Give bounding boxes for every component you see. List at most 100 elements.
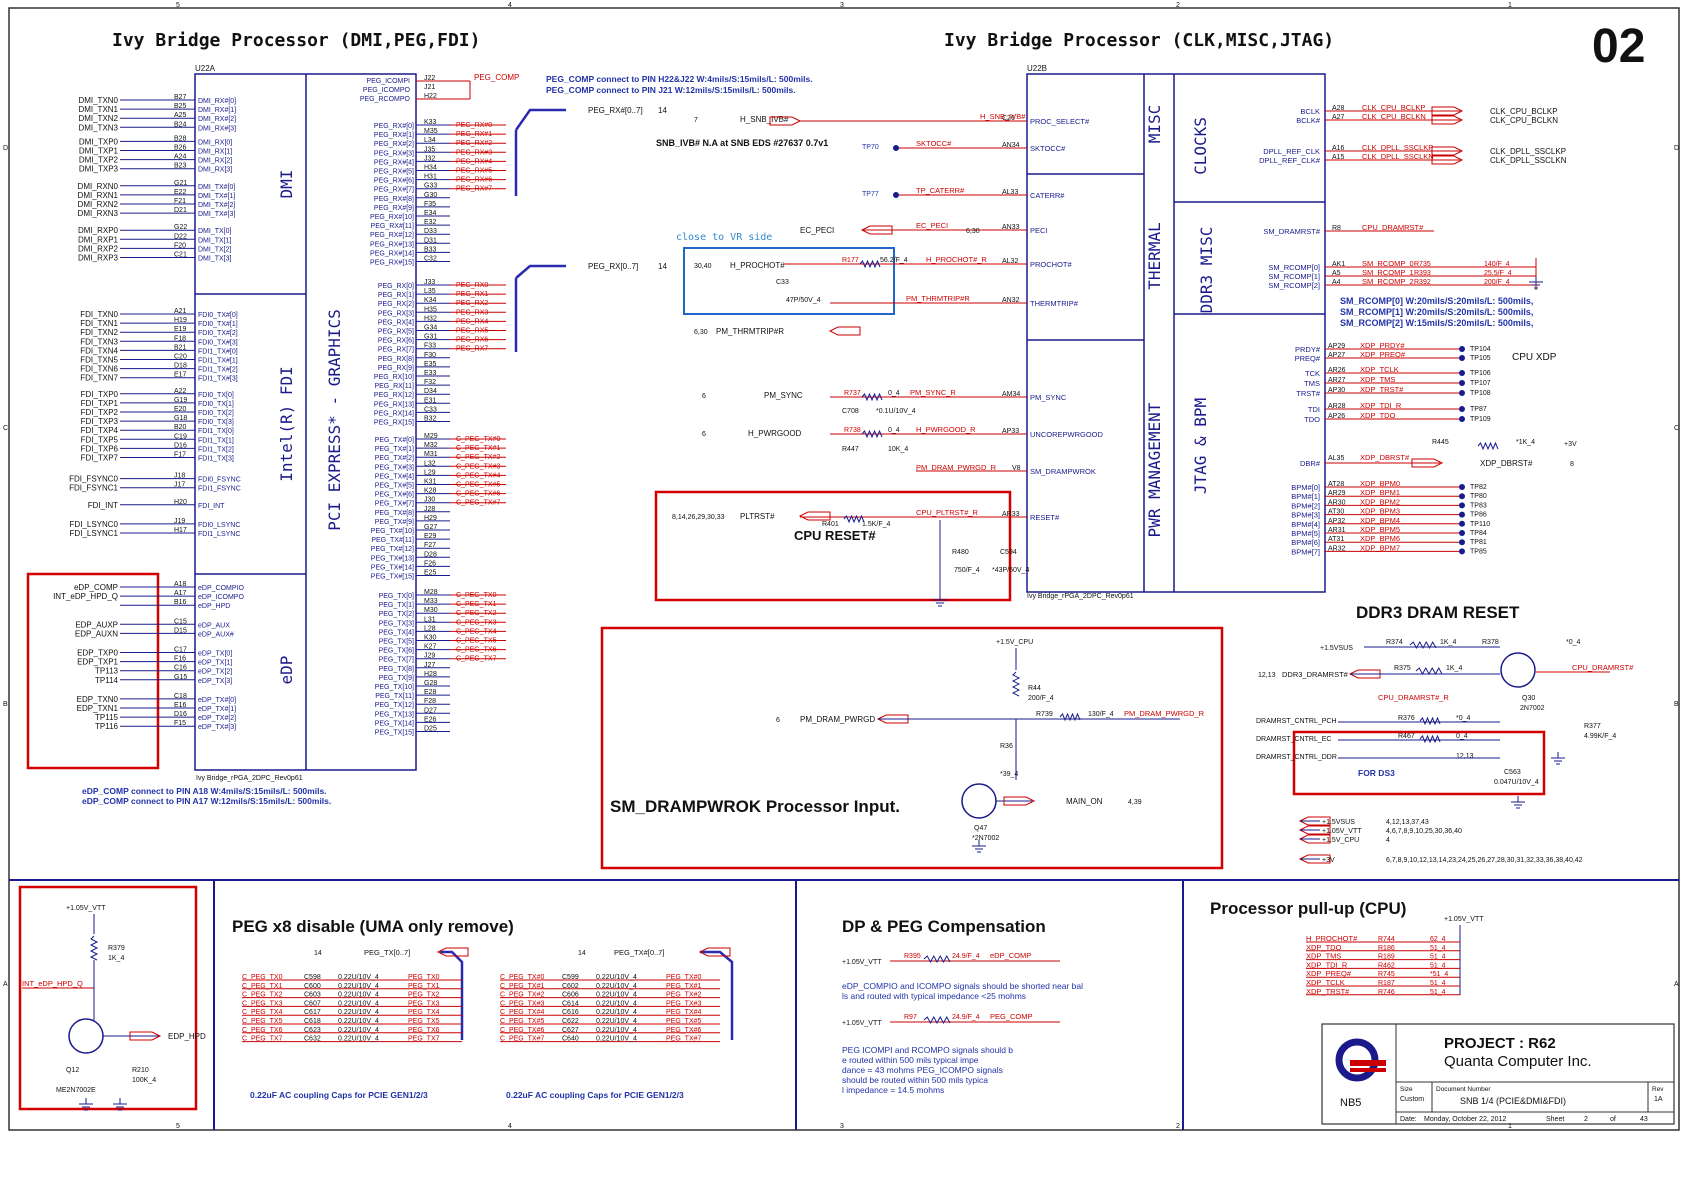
page-ref: 7 [694,117,698,124]
test-point [893,192,899,198]
test-point [1459,502,1465,509]
cap-ref: C618 [304,1018,321,1025]
pin-name: PREQ# [1295,354,1321,363]
ball: B16 [174,599,187,606]
res-ref: R395 [904,953,921,960]
res-ref: R392 [1414,279,1431,286]
net-left: TP116 [95,722,119,731]
pin-name: PEG_ICOMPO [363,87,411,94]
net-left: EDP_AUXN [75,629,118,638]
ball: AL33 [1002,189,1018,196]
ball: G27 [424,524,437,531]
ball: F32 [424,379,436,386]
res-val: 1.5K/F_4 [862,521,891,528]
net-left: FDI_TXN4 [80,346,118,355]
rail-name: +1.5VSUS [1322,819,1355,826]
wire-path [1298,816,1331,826]
net-name: C_PEG_TX#3 [500,1000,544,1007]
pin-name: eDP_COMPIO [198,585,244,592]
ball: H20 [174,499,187,506]
net-name: XDP_BPM3 [1360,507,1400,516]
net-name: DRAMRST_CNTRL_PCH [1256,718,1337,725]
net-left: TP113 [95,667,119,676]
pin-name: DMI_TX[1] [198,237,232,244]
tp: TP109 [1470,416,1491,423]
rail: +1.5VSUS [1320,645,1353,652]
section-edp: eDP [277,656,296,685]
pin-name: PEG_TX#[9] [375,519,414,526]
res-ref: R44 [1028,685,1041,692]
net-name: XDP_TMS [1306,952,1341,961]
q-part: ME2N7002E [56,1087,96,1094]
pin-name: FDI0_TX#[2] [198,330,238,337]
u22b-footer: Ivy Bridge_rPGA_2DPC_Rev0p61 [1027,593,1134,600]
wire-path [1431,155,1464,165]
net-left: FDI_INT [88,501,118,510]
pin-name: SM_RCOMP[0] [1268,263,1320,272]
net-name: PM_DRAM_PWRGD_R [916,463,997,472]
net-left: TP114 [95,676,119,685]
pin-name: PEG_RX[1] [378,292,414,299]
res-ref: R462 [1378,962,1395,969]
net-name: C_PEG_TX2 [242,992,283,999]
peg-comp-note: dance = 43 mohms PEG_ICOMPO signals [842,1065,1003,1075]
of-label: of [1610,1116,1616,1123]
ball: D31 [424,237,437,244]
ball: AP29 [1328,343,1345,350]
pin-name: eDP_TX#[1] [198,706,236,713]
dynamic-content: Ivy Bridge Processor (DMI,PEG,FDI) Ivy Br… [3,2,1679,1130]
net-name: SM_RCOMP_0 [1362,259,1414,268]
pin-name: PEG_TX[0] [379,593,414,600]
net-name: C_PEG_TX#1 [500,983,544,990]
net-name: INT_eDP_HPD_Q [22,979,83,988]
pin-name: eDP_TX[3] [198,678,232,685]
wire-path [89,935,99,961]
res-ref: R739 [1036,711,1053,718]
pin-name: DMI_RX#[0] [198,98,236,105]
rev-value: 1A [1654,1096,1663,1103]
cap-ref: C708 [842,408,859,415]
ball: K27 [424,644,437,651]
frame-col: 3 [840,1123,844,1130]
net-name: PM_THRMTRIP#R [906,294,970,303]
net-left: FDI_TXN0 [80,310,118,319]
res-ref: R746 [1378,989,1395,996]
tp: TP104 [1470,346,1491,353]
ball: AN32 [1002,297,1020,304]
pin-name: PEG_TX#[2] [375,455,414,462]
pin-name: PEG_TX[14] [375,720,414,727]
ball: G33 [424,183,437,190]
q-part: *2N7002 [972,835,999,842]
res-ref: R745 [1378,971,1395,978]
ball: B21 [174,344,187,351]
pin-name: PEG_RCOMPO [360,96,411,103]
pin-name: FDI0_TX[3] [198,419,234,426]
page-ref: 4,39 [1128,799,1142,806]
pin-name: PEG_TX#[15] [371,574,414,581]
res-val: 51_4 [1430,954,1446,961]
frame-col: 2 [1176,2,1180,9]
pin-name: DMI_TX[0] [198,228,232,235]
pin-name: PEG_TX[6] [379,648,414,655]
ball: AR29 [1328,490,1346,497]
pin-name: DMI_RX[2] [198,158,232,165]
res-ref: R480 [952,549,969,556]
pin-name: DMI_RX#[2] [198,116,236,123]
page-number: 02 [1592,20,1645,73]
title-left: Ivy Bridge Processor (DMI,PEG,FDI) [112,30,480,51]
res-val: 0_4 [888,390,900,397]
cap-val: 0.22U/10V_4 [338,1027,379,1034]
net-name: PEG_TX1 [408,983,440,990]
ball: AM34 [1002,391,1020,398]
wire-path [1298,854,1331,864]
net-name: DRAMRST_CNTRL_EC [1256,736,1331,743]
ball: D21 [174,207,187,214]
title-right: Ivy Bridge Processor (CLK,MISC,JTAG) [944,30,1334,51]
pin-name: BPM#[7] [1291,547,1320,556]
wire-path [1419,734,1441,744]
ball: M33 [424,598,438,605]
res-val: 130/F_4 [1088,711,1114,718]
rail: +1.05V_VTT [66,905,106,912]
drampwrok-title: SM_DRAMPWROK Processor Input. [610,797,900,816]
